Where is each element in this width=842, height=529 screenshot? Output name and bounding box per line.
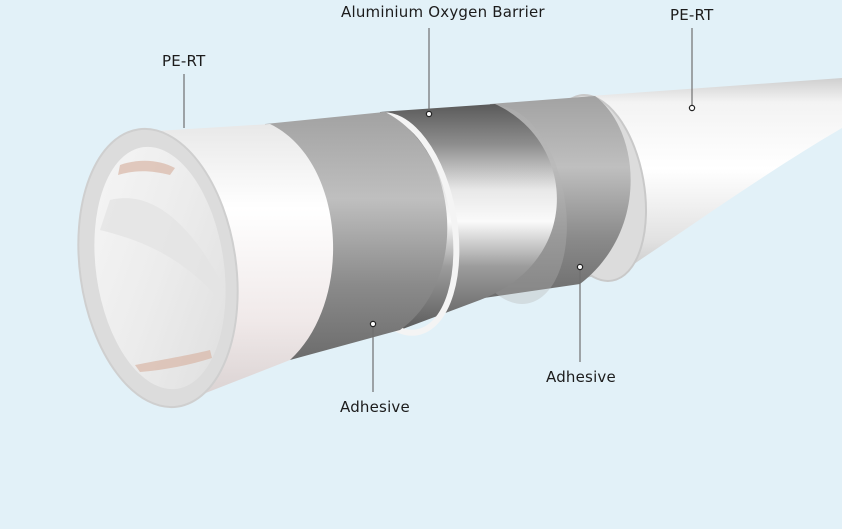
label-aluminium-barrier: Aluminium Oxygen Barrier <box>341 3 545 21</box>
label-adhesive-outer: Adhesive <box>546 368 616 386</box>
marker-outer-pe-rt <box>688 104 696 112</box>
label-inner-pe-rt: PE-RT <box>162 52 206 70</box>
marker-adhesive-inner <box>369 320 377 328</box>
marker-aluminium <box>425 110 433 118</box>
label-adhesive-inner: Adhesive <box>340 398 410 416</box>
label-outer-pe-rt: PE-RT <box>670 6 714 24</box>
marker-adhesive-outer <box>576 263 584 271</box>
